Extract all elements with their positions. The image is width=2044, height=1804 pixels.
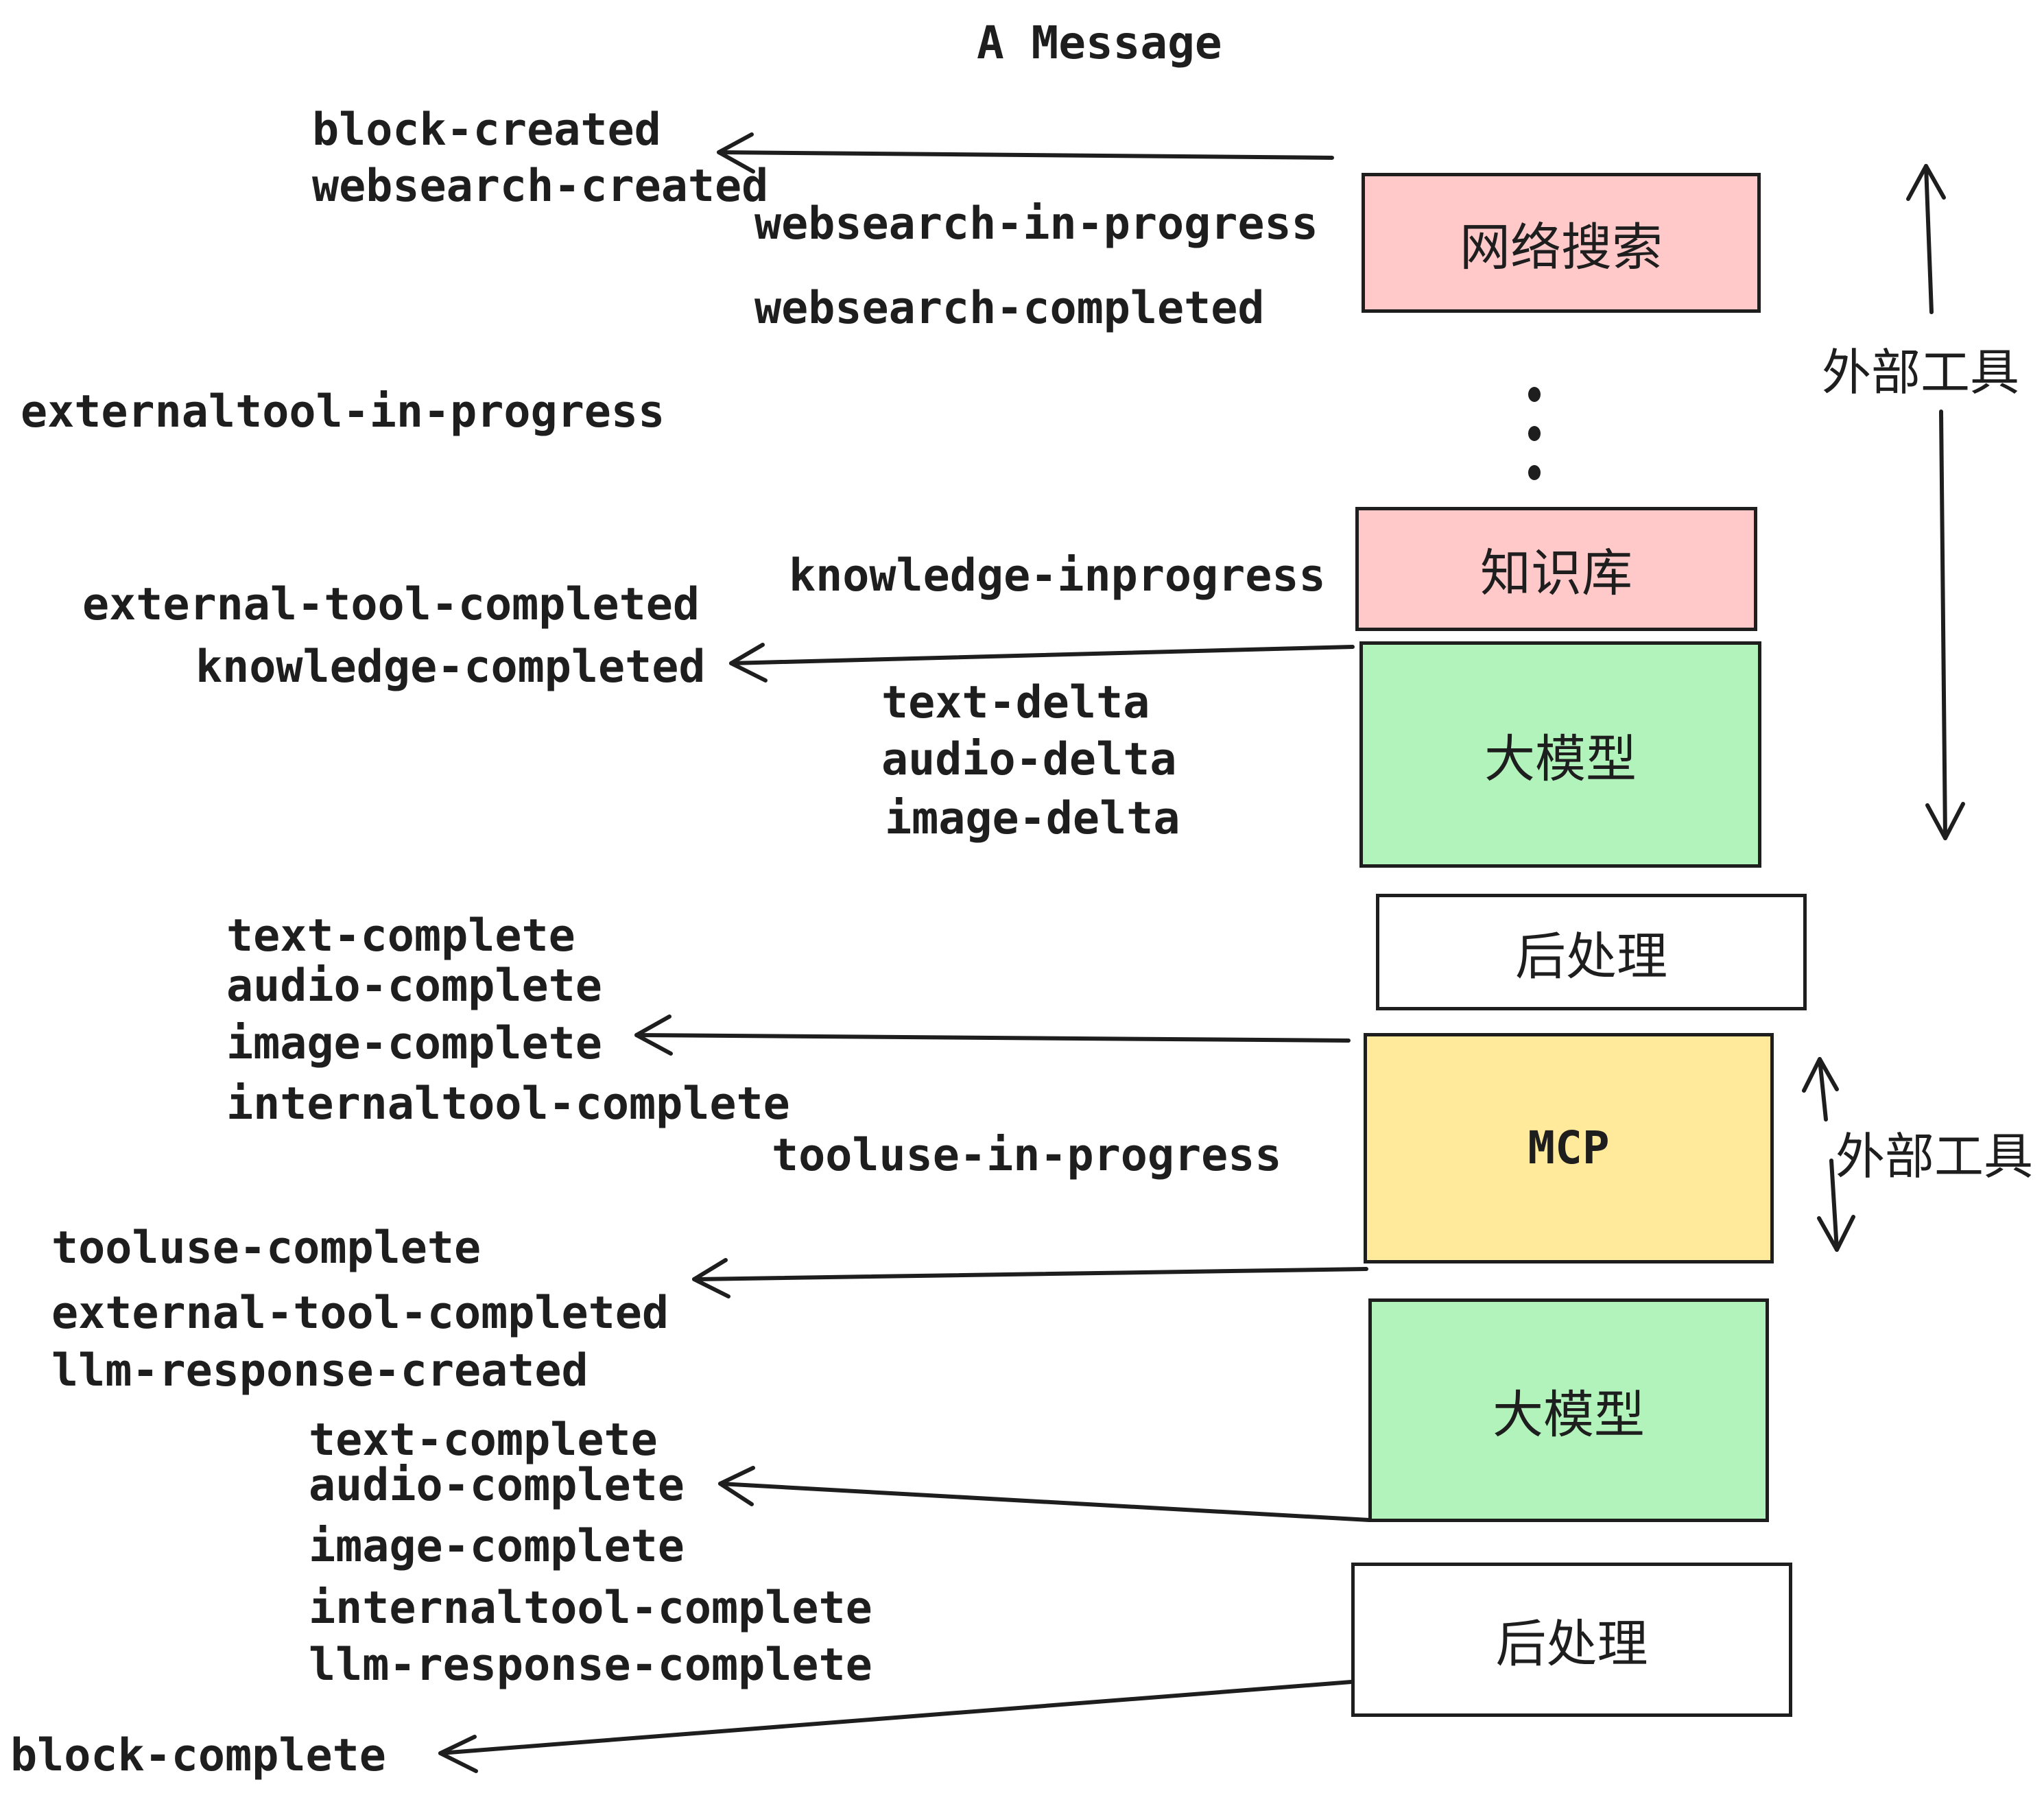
external-tools-mcp-label: 外部工具 xyxy=(1835,1130,2034,1185)
box-llm-1-label: 大模型 xyxy=(1484,730,1637,787)
box-mcp-label: MCP xyxy=(1528,1121,1610,1174)
event-knowledge-inprogress: knowledge-inprogress xyxy=(789,550,1326,602)
box-postprocess-2: 后处理 xyxy=(1351,1563,1792,1717)
event-llm-response-complete: llm-response-complete xyxy=(309,1639,872,1691)
event-tooluse-complete: tooluse-complete xyxy=(51,1222,482,1274)
event-image-complete: image-complete xyxy=(226,1018,602,1069)
external-tools-mcp-up-arrow xyxy=(1802,1057,1839,1121)
event-image-complete-2: image-complete xyxy=(309,1521,685,1572)
external-tools-mcp-down-arrow xyxy=(1817,1159,1855,1252)
event-audio-complete: audio-complete xyxy=(226,960,602,1012)
box-knowledge-base-label: 知识库 xyxy=(1480,545,1632,602)
external-tools-top-label: 外部工具 xyxy=(1822,346,2020,401)
box-postprocess-2-label: 后处理 xyxy=(1495,1615,1648,1672)
event-websearch-created: websearch-created xyxy=(312,161,769,212)
external-tools-top-up-arrow xyxy=(1906,164,1946,314)
box-postprocess-1: 后处理 xyxy=(1376,894,1807,1010)
external-tools-top-down-arrow xyxy=(1925,410,1965,840)
event-text-complete: text-complete xyxy=(226,910,575,962)
event-audio-complete-2: audio-complete xyxy=(309,1460,685,1511)
box-llm-2-label: 大模型 xyxy=(1493,1386,1645,1443)
event-audio-delta: audio-delta xyxy=(881,734,1177,785)
arrow-to-audio-complete xyxy=(718,1466,1371,1522)
box-llm-1: 大模型 xyxy=(1359,641,1761,868)
event-llm-response-created: llm-response-created xyxy=(51,1345,589,1397)
event-tooluse-in-progress: tooluse-in-progress xyxy=(772,1130,1282,1181)
event-knowledge-completed: knowledge-completed xyxy=(195,641,706,693)
event-block-created: block-created xyxy=(312,104,661,156)
arrow-to-block-created xyxy=(717,132,1334,174)
event-text-delta: text-delta xyxy=(881,677,1150,728)
event-external-tool-completed-2: external-tool-completed xyxy=(51,1287,669,1339)
arrow-to-knowledge-completed xyxy=(729,643,1355,683)
event-image-delta: image-delta xyxy=(885,793,1180,844)
event-websearch-in-progress: websearch-in-progress xyxy=(754,198,1318,250)
event-external-tool-completed: external-tool-completed xyxy=(82,579,700,630)
box-knowledge-base: 知识库 xyxy=(1355,507,1757,631)
arrow-to-external-tool-completed xyxy=(692,1258,1368,1298)
event-externaltool-in-progress: externaltool-in-progress xyxy=(21,386,665,438)
box-llm-2: 大模型 xyxy=(1368,1298,1769,1522)
box-websearch: 网络搜索 xyxy=(1362,173,1761,313)
event-websearch-completed: websearch-completed xyxy=(754,283,1265,334)
arrow-to-image-complete xyxy=(634,1014,1351,1056)
event-internaltool-complete-2: internaltool-complete xyxy=(309,1582,872,1634)
event-text-complete-2: text-complete xyxy=(309,1414,658,1466)
diagram-title: A Message xyxy=(977,16,1222,69)
box-mcp: MCP xyxy=(1364,1033,1774,1263)
event-block-complete: block-complete xyxy=(10,1730,386,1781)
box-postprocess-1-label: 后处理 xyxy=(1515,927,1667,985)
arrow-to-block-complete xyxy=(438,1680,1353,1773)
event-internaltool-complete: internaltool-complete xyxy=(226,1078,790,1130)
box-websearch-label: 网络搜索 xyxy=(1460,218,1663,276)
vertical-ellipsis-icon xyxy=(1528,387,1541,480)
